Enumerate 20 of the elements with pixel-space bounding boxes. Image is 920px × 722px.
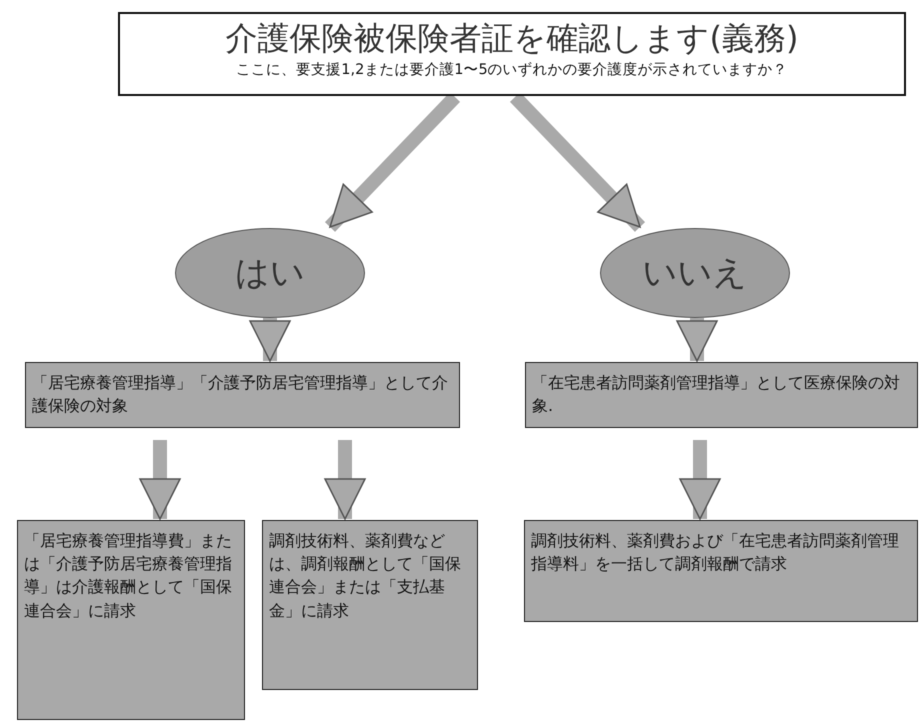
box-text: 「居宅療養管理指導費」または「介護予防居宅療養管理指導」は介護報酬として「国保連合会」に請求 bbox=[24, 531, 232, 620]
process-box bbox=[525, 362, 918, 428]
box-text: 「居宅療養管理指導」「介護予防居宅管理指導」として介護保険の対象 bbox=[32, 373, 448, 416]
question-text: ここに、要支援1,2または要介護1〜5のいずれかの要介護度が示されていますか？ bbox=[236, 60, 788, 80]
box-text: 調剤技術料、薬剤費などは、調剤報酬として「国保連合会」または「支払基金」に請求 bbox=[269, 531, 461, 620]
answer-text: はい bbox=[235, 252, 305, 295]
title-text: 介護保険被保険者証を確認します(義務) bbox=[226, 18, 798, 59]
process-box bbox=[524, 520, 918, 622]
block-arrow bbox=[249, 318, 291, 362]
block-arrow bbox=[676, 318, 718, 362]
box-text: 「在宅患者訪問薬剤管理指導」として医療保険の対象. bbox=[532, 373, 900, 416]
answer-text: いいえ bbox=[642, 252, 748, 295]
box-text: 調剤技術料、薬剤費および「在宅患者訪問薬剤管理指導料」を一括して調剤報酬で請求 bbox=[531, 531, 899, 574]
process-box bbox=[25, 362, 460, 428]
block-arrow bbox=[324, 440, 366, 520]
process-box bbox=[262, 520, 478, 690]
block-arrow bbox=[679, 440, 721, 520]
question-box bbox=[118, 12, 906, 96]
process-box bbox=[17, 520, 245, 720]
block-arrow bbox=[139, 440, 181, 520]
